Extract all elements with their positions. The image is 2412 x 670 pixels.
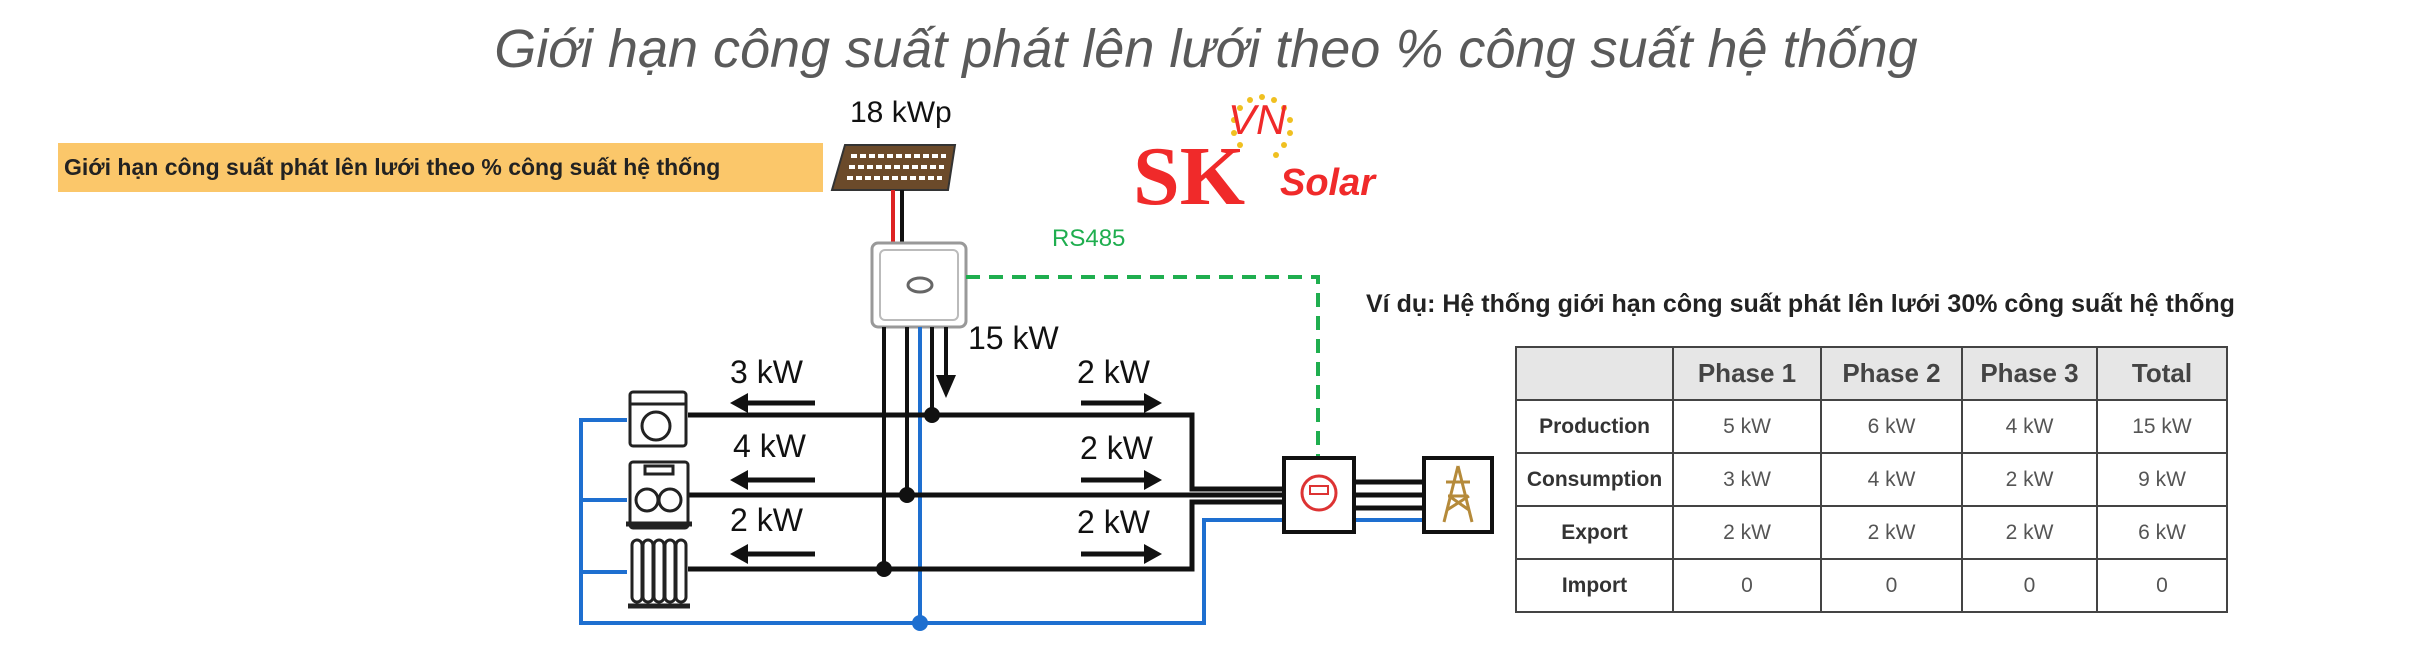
load-label: 2 kW xyxy=(730,502,803,538)
header-cell xyxy=(1515,346,1674,401)
cell: 4 kW xyxy=(1961,399,2098,454)
table-row: Export 2 kW 2 kW 2 kW 6 kW xyxy=(1515,505,2228,560)
energy-meter-icon xyxy=(1282,456,1356,534)
cell: 4 kW xyxy=(1820,452,1963,507)
logo-solar: Solar xyxy=(1280,162,1376,204)
cell: 0 xyxy=(2096,558,2228,613)
rs485-cable xyxy=(966,275,1320,458)
note-banner: Giới hạn công suất phát lên lưới theo % … xyxy=(58,143,823,192)
cell: 6 kW xyxy=(2096,505,2228,560)
table-header-row: Phase 1 Phase 2 Phase 3 Total xyxy=(1515,346,2228,401)
table-row: Import 0 0 0 0 xyxy=(1515,558,2228,613)
cell: 2 kW xyxy=(1961,505,2098,560)
cell: 2 kW xyxy=(1961,452,2098,507)
cell: 3 kW xyxy=(1672,452,1822,507)
logo-vn: VN xyxy=(1228,96,1287,143)
export-label: 2 kW xyxy=(1077,504,1150,540)
power-grid-icon xyxy=(1422,456,1494,534)
cell: 0 xyxy=(1961,558,2098,613)
solar-panel-icon xyxy=(830,144,957,191)
pv-capacity-label: 18 kWp xyxy=(850,96,952,129)
cell: 2 kW xyxy=(1672,505,1822,560)
example-table: Phase 1 Phase 2 Phase 3 Total Production… xyxy=(1515,346,2228,613)
load-label: 4 kW xyxy=(733,428,806,464)
row-label: Consumption xyxy=(1515,452,1674,507)
load-label: 3 kW xyxy=(730,354,803,390)
rs485-label: RS485 xyxy=(1052,225,1126,252)
cell: 0 xyxy=(1820,558,1963,613)
row-label: Production xyxy=(1515,399,1674,454)
row-label: Import xyxy=(1515,558,1674,613)
header-cell: Phase 1 xyxy=(1672,346,1822,401)
header-cell: Phase 2 xyxy=(1820,346,1963,401)
export-label: 2 kW xyxy=(1080,430,1153,466)
header-cell: Total xyxy=(2096,346,2228,401)
washing-machine-icon xyxy=(628,390,688,448)
inverter-icon xyxy=(870,241,968,329)
dishwasher-icon xyxy=(626,460,692,530)
page-title: Giới hạn công suất phát lên lưới theo % … xyxy=(494,19,1918,79)
inverter-output-label: 15 kW xyxy=(968,320,1059,356)
cell: 0 xyxy=(1672,558,1822,613)
table-row: Consumption 3 kW 4 kW 2 kW 9 kW xyxy=(1515,452,2228,507)
logo-stars xyxy=(1231,94,1293,158)
row-label: Export xyxy=(1515,505,1674,560)
flow-arrows xyxy=(730,393,1162,564)
cell: 9 kW xyxy=(2096,452,2228,507)
example-caption: Ví dụ: Hệ thống giới hạn công suất phát … xyxy=(1366,290,2235,318)
logo-sk: SK xyxy=(1133,130,1246,223)
cell: 2 kW xyxy=(1820,505,1963,560)
cell: 6 kW xyxy=(1820,399,1963,454)
cell: 5 kW xyxy=(1672,399,1822,454)
header-cell: Phase 3 xyxy=(1961,346,2098,401)
inverter-output-arrow xyxy=(936,375,956,398)
export-label: 2 kW xyxy=(1077,354,1150,390)
table-row: Production 5 kW 6 kW 4 kW 15 kW xyxy=(1515,399,2228,454)
radiator-icon xyxy=(628,538,690,609)
cell: 15 kW xyxy=(2096,399,2228,454)
